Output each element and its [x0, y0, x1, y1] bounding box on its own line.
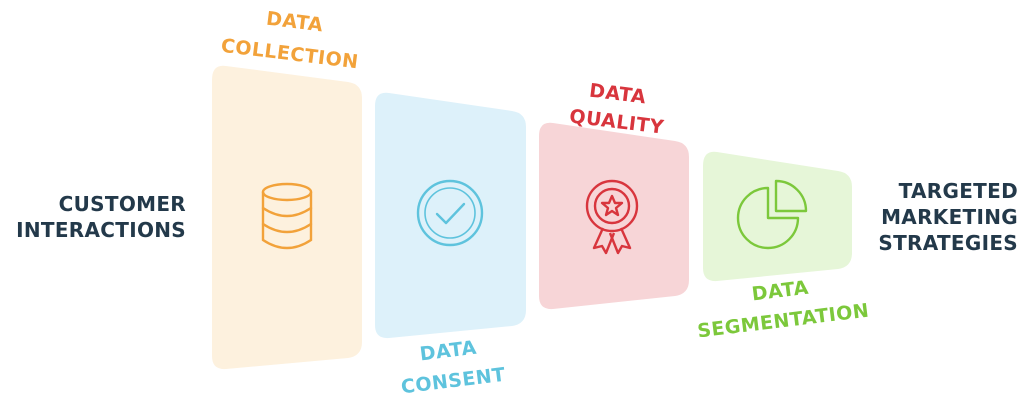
stage-panel-quality: [539, 122, 689, 310]
stage-label-collection-line1: DATA: [265, 8, 324, 37]
checkmark-circle-icon: [416, 179, 484, 247]
input-label-line2: INTERACTIONS: [16, 218, 186, 242]
stage-label-segmentation-line1: DATA: [751, 277, 810, 306]
stage-label-consent-line1: DATA: [419, 337, 478, 366]
stage-data-collection: DATA COLLECTION: [212, 8, 362, 370]
stage-label-consent-line2: CONSENT: [400, 364, 507, 399]
stage-data-consent: DATA CONSENT: [375, 92, 526, 399]
output-label-line3: STRATEGIES: [878, 231, 1018, 255]
award-ribbon-icon: [585, 179, 639, 255]
input-label: CUSTOMER INTERACTIONS: [14, 191, 186, 243]
stage-label-quality-line1: DATA: [588, 80, 647, 109]
output-label-line1: TARGETED: [898, 179, 1018, 203]
stage-label-segmentation-line2: SEGMENTATION: [696, 300, 870, 343]
output-label: TARGETED MARKETING STRATEGIES: [876, 178, 1018, 256]
stage-panel-segmentation: [703, 151, 852, 282]
stage-data-quality: DATA QUALITY: [539, 80, 689, 310]
output-label-line2: MARKETING: [881, 205, 1018, 229]
stage-data-segmentation: DATA SEGMENTATION: [696, 151, 870, 343]
input-label-line1: CUSTOMER: [58, 192, 186, 216]
database-icon: [261, 182, 313, 250]
stage-panel-consent: [375, 92, 526, 339]
pie-chart-icon: [736, 179, 808, 250]
stage-panel-collection: [212, 65, 362, 370]
stage-label-collection-line2: COLLECTION: [220, 35, 360, 74]
